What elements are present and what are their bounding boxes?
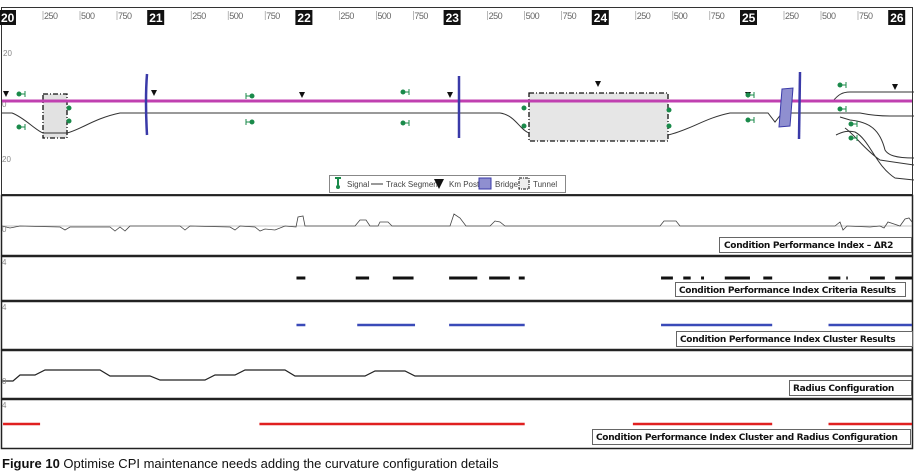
criteria-axis-label: 4 (2, 258, 7, 267)
tick-label: 500 (674, 11, 688, 21)
track-segment (2, 112, 914, 136)
radius-axis-label: 0 (2, 377, 7, 386)
cluster-axis-label: 4 (2, 303, 7, 312)
track-branches (832, 91, 914, 181)
tick-label: 250 (637, 11, 651, 21)
km-box (443, 10, 461, 25)
km-box (591, 10, 609, 25)
km-label: 24 (594, 11, 608, 25)
y-label-zero: 0 (2, 100, 7, 109)
tick-label: 750 (266, 11, 280, 21)
legend-bridge: Bridge (495, 180, 519, 189)
dr2-axis-label: 0 (2, 225, 7, 234)
signal-markers (16, 82, 858, 141)
tick-label: 250 (192, 11, 206, 21)
tick-label: 500 (81, 11, 95, 21)
km-box (0, 10, 16, 25)
legend-tunnel: Tunnel (533, 180, 557, 189)
caption-text: Optimise CPI maintenance needs adding th… (59, 456, 499, 471)
km-label: 22 (297, 11, 311, 25)
tick-label: 500 (377, 11, 391, 21)
legend-track: Track Segment (386, 180, 441, 189)
dr2-line (1, 213, 913, 232)
tick-label: 500 (822, 11, 836, 21)
km-box (888, 10, 906, 25)
km-label: 25 (742, 11, 756, 25)
legend-kmpost: Km Post (449, 180, 480, 189)
km-label: 26 (890, 11, 904, 25)
legend: Signal Track Segment Km Post Bridge Tunn… (329, 175, 566, 193)
km-post-icon (434, 179, 444, 189)
combined-label: Condition Performance Index Cluster and … (596, 433, 898, 443)
tick-label: 750 (414, 11, 428, 21)
tick-label: 500 (526, 11, 540, 21)
bridge-marker (797, 71, 802, 140)
radius-line (2, 369, 912, 382)
y-label-top: 20 (3, 49, 12, 58)
tick-label: 750 (711, 11, 725, 21)
dr2-label: Condition Performance Index – ΔR2 (724, 241, 893, 251)
km-label: 20 (1, 11, 15, 25)
legend-signal: Signal (347, 180, 369, 189)
tick-label: 750 (563, 11, 577, 21)
tick-label: 250 (44, 11, 58, 21)
figure-number: Figure 10 (2, 456, 60, 471)
tick-label: 500 (229, 11, 243, 21)
figure-caption: Figure 10 Optimise CPI maintenance needs… (2, 456, 498, 471)
panel-labels: Condition Performance Index – ΔR2 Condit… (592, 237, 913, 445)
tick-label: 250 (785, 11, 799, 21)
km-box (295, 10, 313, 25)
combined-axis-label: 4 (2, 401, 7, 410)
tick-label: 750 (118, 11, 132, 21)
tick-label: 250 (489, 11, 503, 21)
km-label: 21 (149, 11, 163, 25)
tick-label: 250 (340, 11, 354, 21)
criteria-label: Condition Performance Index Criteria Res… (679, 286, 896, 296)
bridge-icon (478, 177, 492, 190)
km-label: 23 (446, 11, 460, 25)
bridge (778, 87, 794, 128)
km-box (740, 10, 757, 25)
cluster-label: Condition Performance Index Cluster Resu… (680, 335, 895, 345)
panel-frames (0, 194, 914, 450)
bridge-marker (144, 73, 149, 136)
y-label-bottom: 20 (2, 155, 11, 164)
km-axis: 20 250 500 750 21 250 500 750 22 250 500 750 23 250 50… (0, 10, 906, 25)
km-box (147, 10, 165, 25)
tunnel-icon (518, 177, 530, 190)
radius-label: Radius Configuration (793, 384, 894, 394)
tick-label: 750 (859, 11, 873, 21)
